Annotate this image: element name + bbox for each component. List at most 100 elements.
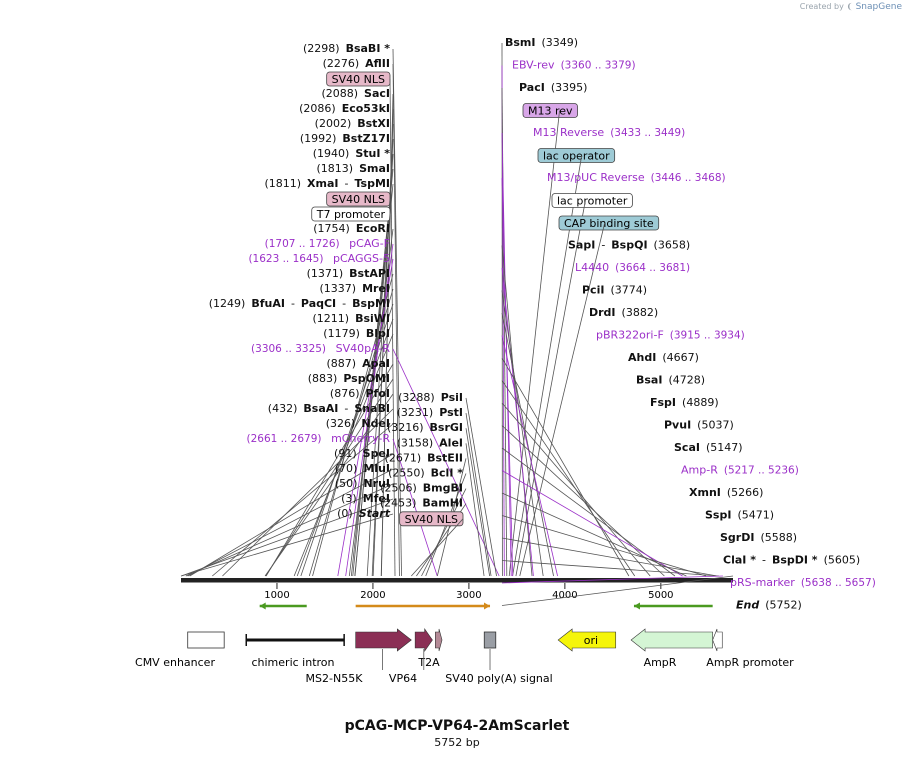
- left-label-item-14: (1623 .. 1645)pCAGGS-5: [248, 252, 390, 265]
- enzyme-connector: [180, 513, 394, 577]
- right-label-item-17: PvuI(5037): [664, 419, 734, 432]
- enzyme-name: ClaI *: [723, 554, 756, 567]
- left-label-item-9: (1811)XmaI-TspMI: [264, 177, 390, 190]
- feature-connector: [515, 200, 586, 577]
- feature-ori: [557, 628, 617, 652]
- enzyme-name: MfeI: [363, 492, 390, 505]
- site-position: (326): [326, 417, 356, 430]
- enzyme-name: BsiWI: [355, 312, 390, 325]
- site-position: (3446 .. 3468): [651, 172, 726, 184]
- enzyme-name: BspDI *: [772, 554, 818, 567]
- enzyme-connector: [348, 228, 394, 577]
- left-label-item-30: (3)MfeI: [341, 492, 390, 505]
- primer-name: SV40pA-R: [336, 342, 391, 355]
- site-position: (3882): [622, 306, 659, 319]
- site-position: (5147): [706, 441, 743, 454]
- left-label-item-21: (887)ApaI: [327, 357, 391, 370]
- site-position: (3360 .. 3379): [561, 60, 636, 72]
- enzyme-name: Eco53kI: [342, 102, 390, 115]
- feature-name-label: AmpR promoter: [706, 656, 794, 669]
- ruler-tick-label: 2000: [360, 590, 385, 601]
- feature-ampr: [630, 628, 713, 652]
- feature-label-box: [537, 148, 616, 163]
- enzyme-name: SmaI: [359, 162, 390, 175]
- site-position: (2088): [321, 87, 358, 100]
- feature-label-text: SV40 NLS: [332, 73, 385, 86]
- right-label-item-5: lac operator: [537, 148, 616, 163]
- site-position: (1249): [209, 297, 246, 310]
- site-position: -: [344, 402, 348, 415]
- enzyme-connector: [465, 443, 485, 577]
- right-label-item-15: BsaI(4728): [636, 374, 705, 387]
- enzyme-connector: [308, 288, 394, 577]
- primer-name: pCAG-F: [349, 237, 390, 250]
- center-label-item-3: (3158)AleI: [397, 436, 463, 449]
- left-label-item-17: (1249)BfuAI-PaqCI-BspMI: [209, 297, 390, 310]
- feature-label-text: SV40 NLS: [332, 193, 385, 206]
- primer-name: EBV-rev: [512, 59, 555, 72]
- enzyme-connector: [501, 290, 544, 577]
- left-label-item-3: (2088)SacI: [321, 87, 390, 100]
- left-label-item-27: (91)SpeI: [334, 447, 390, 460]
- primer-connector: [501, 267, 534, 577]
- right-label-item-23: ClaI *-BspDI *(5605): [723, 554, 860, 567]
- site-position: (3216): [387, 421, 424, 434]
- left-label-item-6: (1992)BstZ17I: [300, 132, 390, 145]
- right-label-item-9: SapI-BspQI(3658): [568, 239, 690, 252]
- site-position: -: [291, 297, 295, 310]
- enzyme-name: PvuI: [664, 419, 691, 432]
- plasmid-name: pCAG-MCP-VP64-2AmScarlet: [344, 718, 570, 734]
- site-position: (91): [334, 447, 357, 460]
- primer-connector: [337, 258, 394, 577]
- primer-connector: [501, 575, 723, 584]
- enzyme-name: SgrDI: [720, 531, 754, 544]
- enzyme-name: End: [736, 599, 759, 612]
- site-position: (4667): [662, 351, 699, 364]
- feature-ori-label: ori: [584, 634, 598, 647]
- right-label-item-6: M13/pUC Reverse(3446 .. 3468): [547, 171, 726, 184]
- enzyme-name: BstAPI: [349, 267, 390, 280]
- feature-label-text: CAP binding site: [564, 217, 654, 230]
- left-label-item-18: (1211)BsiWI: [312, 312, 390, 325]
- right-label-item-16: FspI(4889): [650, 396, 719, 409]
- enzyme-name: StuI *: [355, 147, 390, 160]
- enzyme-name: BspMI: [352, 297, 390, 310]
- site-position: (1754): [313, 222, 350, 235]
- enzyme-name: XmnI: [689, 486, 721, 499]
- right-label-item-18: ScaI(5147): [674, 441, 743, 454]
- enzyme-name: BamHI: [422, 497, 463, 510]
- enzyme-name: BstXI: [357, 117, 390, 130]
- enzyme-name: AflII: [365, 57, 390, 70]
- right-label-item-13: pBR322ori-F(3915 .. 3934): [596, 329, 745, 342]
- plasmid-title-block: pCAG-MCP-VP64-2AmScarlet 5752 bp: [0, 718, 914, 749]
- site-position: (5217 .. 5236): [724, 465, 799, 477]
- center-label-item-2: (3216)BsrGI: [387, 421, 463, 434]
- enzyme-connector: [501, 560, 719, 577]
- enzyme-name: BsmI: [505, 36, 536, 49]
- feature-vp64: [414, 628, 433, 652]
- right-label-item-3: M13 rev: [522, 103, 578, 118]
- enzyme-name: PsiI: [441, 391, 463, 404]
- left-label-item-26: (2661 .. 2679)mCherry-R: [247, 432, 391, 445]
- credit-brand: SnapGene: [855, 2, 902, 12]
- center-label-item-6: (2506)BmgBI: [380, 482, 463, 495]
- left-label-item-20: (3306 .. 3325)SV40pA-R: [251, 342, 390, 355]
- site-position: (5605): [824, 554, 861, 567]
- left-label-item-11: T7 promoter: [311, 206, 391, 222]
- feature-name-label: AmpR: [644, 656, 677, 669]
- enzyme-name: ApaI: [362, 357, 390, 370]
- enzyme-name: AhdI: [628, 351, 656, 364]
- enzyme-connector: [465, 428, 491, 577]
- enzyme-name: BsaBI *: [346, 42, 391, 55]
- feature-connector: [519, 222, 606, 577]
- feature-name-label: MS2-N55K: [306, 672, 364, 685]
- enzyme-name: AleI: [439, 436, 463, 449]
- right-label-item-7: lac promoter: [551, 193, 633, 208]
- left-label-item-2: SV40 NLS: [326, 71, 391, 87]
- site-position: (3658): [654, 239, 691, 252]
- enzyme-name: BlpI: [366, 327, 390, 340]
- site-position: (1813): [317, 162, 354, 175]
- enzyme-name: SnaBI: [354, 402, 390, 415]
- primer-name: pBR322ori-F: [596, 329, 664, 342]
- enzyme-name: PacI: [519, 81, 545, 94]
